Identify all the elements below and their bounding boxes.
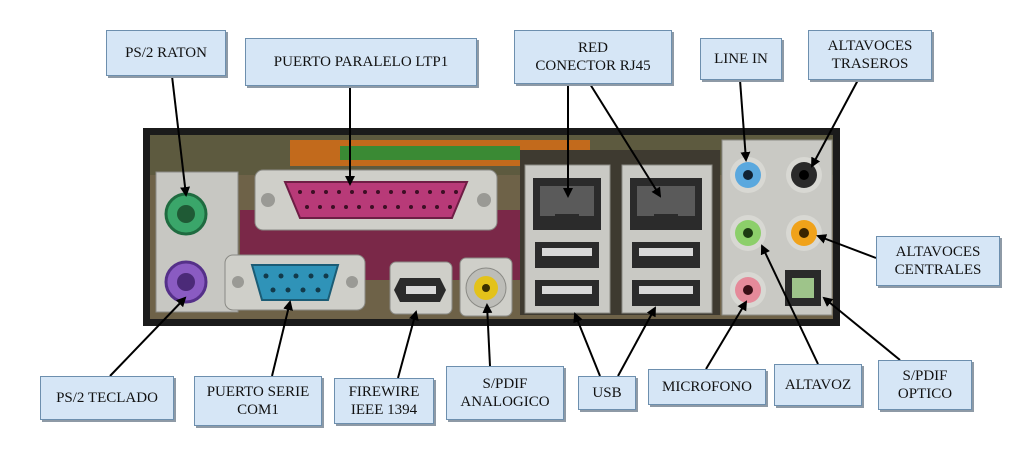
- lan-usb-stack-2: [621, 164, 713, 314]
- label-altavoz: ALTAVOZ: [774, 364, 862, 406]
- label-firewire: FIREWIRE IEEE 1394: [334, 378, 434, 424]
- spdif-coax-port: [459, 257, 513, 317]
- lan-usb-stack-1: [524, 164, 611, 314]
- label-microfono: MICROFONO: [648, 369, 766, 405]
- firewire-port: [389, 261, 453, 315]
- label-puerto-paralelo: PUERTO PARALELO LTP1: [245, 38, 477, 86]
- parallel-port: [254, 169, 498, 231]
- serial-port: [224, 254, 366, 311]
- label-altavoces-traseros: ALTAVOCES TRASEROS: [808, 30, 932, 80]
- label-usb: USB: [578, 376, 636, 410]
- ps2-housing: [155, 171, 239, 313]
- label-red: RED CONECTOR RJ45: [514, 30, 672, 84]
- label-altavoces-centrales: ALTAVOCES CENTRALES: [876, 236, 1000, 286]
- label-ps2-raton: PS/2 RATON: [106, 30, 226, 76]
- label-ps2-teclado: PS/2 TECLADO: [40, 376, 174, 420]
- audio-jacks-panel: [721, 139, 833, 316]
- label-spdif-optico: S/PDIF OPTICO: [878, 360, 972, 410]
- label-spdif-analogico: S/PDIF ANALOGICO: [446, 366, 564, 420]
- label-line-in: LINE IN: [700, 38, 782, 80]
- label-puerto-serie: PUERTO SERIE COM1: [194, 376, 322, 426]
